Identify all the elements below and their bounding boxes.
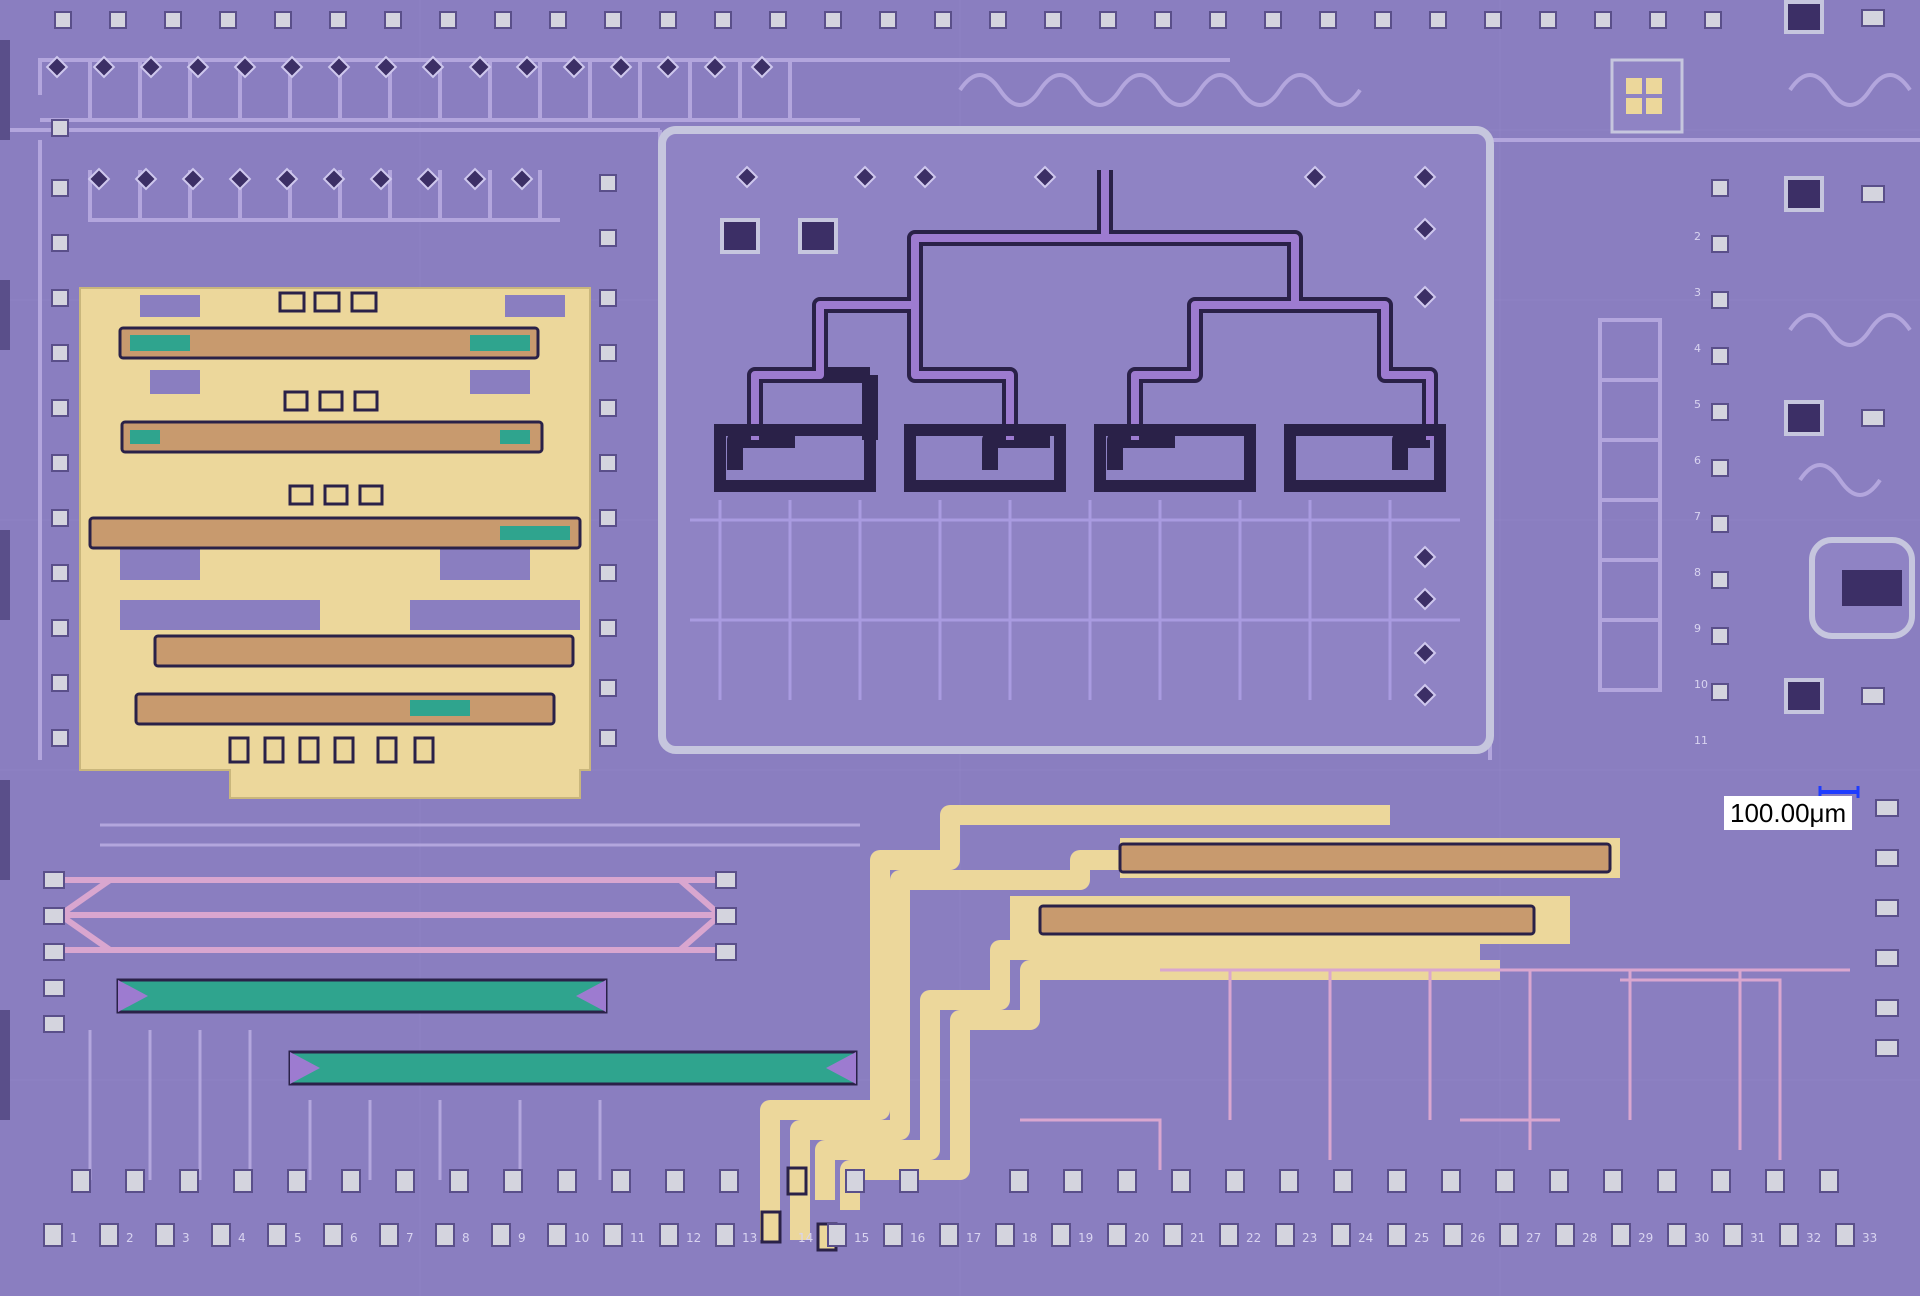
small-diamond-pads [735, 165, 1437, 707]
right-pad-number: 5 [1694, 398, 1701, 411]
diamond-contacts [45, 55, 774, 191]
right-pad-number: 2 [1694, 230, 1701, 243]
bottom-pad-number: 5 [294, 1231, 302, 1245]
bottom-pad-row-upper [71, 1169, 1839, 1193]
left-edge-serration [0, 40, 10, 1120]
right-pad-number-labels: 2 3 4 5 6 7 8 9 10 11 [1694, 230, 1708, 747]
tree-lower-routing [690, 500, 1460, 700]
bottom-pad-number: 4 [238, 1231, 246, 1245]
right-pad-number: 7 [1694, 510, 1701, 523]
bottom-pad-number: 3 [182, 1231, 190, 1245]
tree-leaf-cells [714, 424, 1446, 492]
bottom-pad-number: 1 [70, 1231, 78, 1245]
lower-left-side-pads [43, 871, 737, 1033]
right-dark-pads [1784, 0, 1824, 714]
bottom-pad-number: 13 [742, 1231, 757, 1245]
bottom-pad-number: 9 [518, 1231, 526, 1245]
bottom-pad-number: 2 [126, 1231, 134, 1245]
bottom-pad-number: 19 [1078, 1231, 1093, 1245]
lower-gold-pads [760, 838, 1620, 1252]
bottom-pad-number: 32 [1806, 1231, 1821, 1245]
right-pad-number: 11 [1694, 734, 1708, 747]
bottom-pad-number: 14 [798, 1231, 813, 1245]
bottom-pad-number: 22 [1246, 1231, 1261, 1245]
right-pad-number: 8 [1694, 566, 1701, 579]
modulator-arms [88, 326, 582, 726]
bottom-pad-number: 11 [630, 1231, 645, 1245]
bottom-pad-number: 12 [686, 1231, 701, 1245]
bottom-pad-number: 28 [1582, 1231, 1597, 1245]
bottom-pad-number: 27 [1526, 1231, 1541, 1245]
right-pad-number: 4 [1694, 342, 1701, 355]
bottom-pad-number: 20 [1134, 1231, 1149, 1245]
bottom-pad-number: 6 [350, 1231, 358, 1245]
scale-bar-label: 100.00μm [1724, 796, 1853, 830]
right-pad-number: 3 [1694, 286, 1701, 299]
bottom-pad-number: 26 [1470, 1231, 1485, 1245]
lower-gold-bus [760, 805, 1500, 1240]
bottom-pad-number: 33 [1862, 1231, 1877, 1245]
tree-frame [658, 126, 1494, 754]
tree-pads [720, 218, 838, 254]
bottom-pad-number: 24 [1358, 1231, 1373, 1245]
right-pad-number: 10 [1694, 678, 1708, 691]
gold-block-pads [228, 291, 435, 764]
bottom-pad-number: 29 [1638, 1231, 1653, 1245]
bottom-pad-number: 31 [1750, 1231, 1765, 1245]
lower-left-routing [88, 823, 860, 1180]
right-test-structure [1610, 58, 1915, 639]
lower-left-waveguides [54, 877, 858, 1086]
bottom-pad-number: 21 [1190, 1231, 1205, 1245]
right-pad-column [1711, 9, 1885, 705]
bottom-pad-number: 17 [966, 1231, 981, 1245]
bottom-pad-number: 30 [1694, 1231, 1709, 1245]
bottom-pad-number: 23 [1302, 1231, 1317, 1245]
bottom-pad-number: 18 [1022, 1231, 1037, 1245]
left-pad-column [51, 119, 617, 747]
right-pad-number: 6 [1694, 454, 1701, 467]
bottom-pad-number: 8 [462, 1231, 470, 1245]
bottom-pad-number: 10 [574, 1231, 589, 1245]
bottom-pad-number: 7 [406, 1231, 414, 1245]
waveguide-tree-inner [751, 170, 1434, 440]
right-edge-pads [1875, 799, 1899, 1057]
right-pad-number: 9 [1694, 622, 1701, 635]
bottom-pad-row-lower [43, 1223, 1855, 1247]
lower-right-routing [1020, 968, 1850, 1170]
bottom-pad-number: 15 [854, 1231, 869, 1245]
bottom-pad-number: 25 [1414, 1231, 1429, 1245]
bottom-pad-number: 16 [910, 1231, 925, 1245]
top-pad-row [54, 11, 1722, 29]
